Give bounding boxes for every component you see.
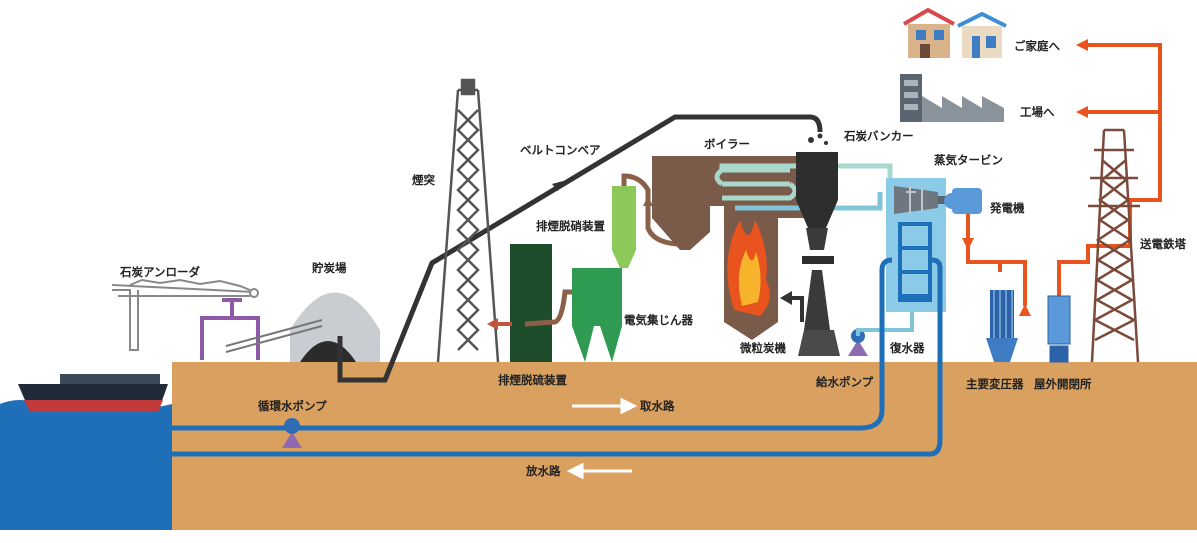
circulating-pump <box>282 418 302 448</box>
ground <box>172 362 1197 530</box>
duct-to-desulf <box>524 289 572 327</box>
label-main-transformer: 主要変圧器 <box>966 377 1024 391</box>
transmission-tower <box>1088 128 1140 363</box>
factory <box>900 74 1004 122</box>
water-pipes <box>172 257 943 457</box>
duct-arrow <box>487 318 498 330</box>
label-condenser: 復水器 <box>889 341 925 355</box>
belt-arrow <box>552 181 563 191</box>
label-coal-bunker: 石炭バンカー <box>843 129 914 143</box>
coal-bunker <box>796 133 840 356</box>
duct-to-denitration <box>621 173 691 247</box>
label-desulfurization: 排煙脱硫装置 <box>498 373 567 387</box>
coal-yard-dome <box>290 292 380 362</box>
electrostatic-precipitator <box>572 268 622 362</box>
label-to-homes: ご家庭へ <box>1014 39 1060 53</box>
power-arrows <box>962 39 1088 316</box>
label-feed-pump: 給水ポンプ <box>816 375 874 389</box>
label-circulating-pump: 循環水ポンプ <box>257 399 327 413</box>
denitration-unit <box>612 186 636 268</box>
label-belt-conveyor: ベルトコンベア <box>520 143 601 157</box>
label-coal-yard: 貯炭場 <box>312 261 347 275</box>
label-pulverizer: 微粒炭機 <box>739 341 786 355</box>
sea <box>0 400 172 530</box>
label-denitration: 排煙脱硝装置 <box>536 219 605 233</box>
belt-conveyor-line <box>337 114 823 383</box>
flow-arrows <box>566 397 638 480</box>
label-water-discharge: 放水路 <box>525 464 561 478</box>
feedwater-line <box>856 310 914 336</box>
label-steam-turbine: 蒸気タービン <box>934 153 1003 167</box>
desulfurization-tower <box>510 244 552 362</box>
coal-ship <box>18 374 168 412</box>
outdoor-switchyard <box>1047 295 1071 363</box>
label-electrostatic-precipitator: 電気集じん器 <box>624 313 693 327</box>
chimney <box>436 78 500 363</box>
duct-up-arrow <box>643 196 653 206</box>
unloader-frame <box>200 298 260 360</box>
condenser-grid <box>902 226 928 294</box>
generator <box>944 188 982 214</box>
label-coal-unloader: 石炭アンローダ <box>119 265 201 279</box>
pulverizer-feed <box>790 296 804 322</box>
coal-unloader <box>111 278 259 351</box>
label-generator: 発電機 <box>989 201 1025 215</box>
boiler-flame <box>727 220 770 316</box>
label-chimney: 煙突 <box>412 173 435 187</box>
label-boiler: ボイラー <box>704 137 750 151</box>
pulverizer-feed-arrow <box>780 291 792 305</box>
label-water-intake: 取水路 <box>640 399 675 413</box>
houses <box>902 7 1007 58</box>
yard-conveyor <box>225 319 323 353</box>
main-transformer <box>986 290 1018 362</box>
label-to-factories: 工場へ <box>1020 105 1055 119</box>
label-transmission-tower: 送電鉄塔 <box>1139 237 1186 251</box>
label-outdoor-switchyard: 屋外開閉所 <box>1034 377 1092 391</box>
